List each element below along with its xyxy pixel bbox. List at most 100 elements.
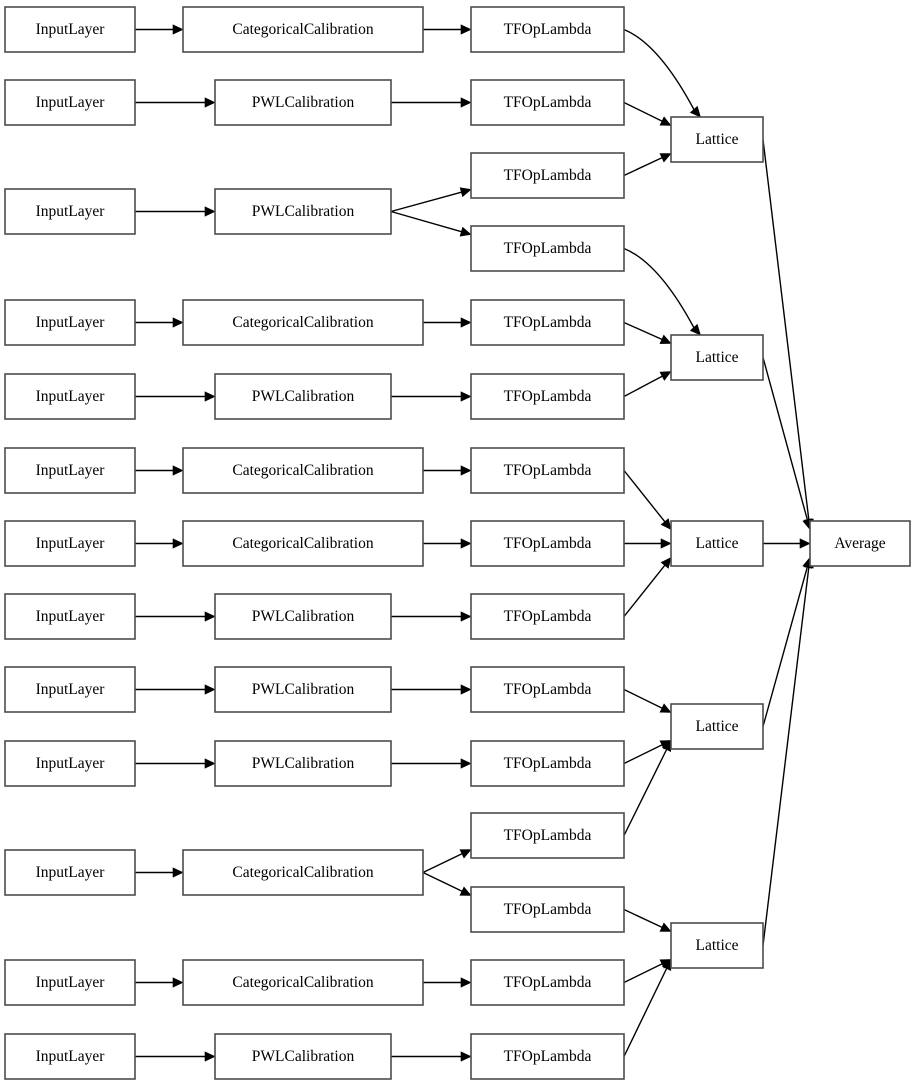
- edge-line: [623, 28, 695, 110]
- edge-cal2-to-lam2: [391, 97, 472, 108]
- node-box[interactable]: [470, 959, 625, 1006]
- node-categorical-calibration-cal7[interactable]: CategoricalCalibration: [182, 520, 424, 567]
- node-box[interactable]: [670, 334, 764, 381]
- node-categorical-calibration-cal4[interactable]: CategoricalCalibration: [182, 299, 424, 346]
- node-box[interactable]: [470, 152, 625, 199]
- node-pwlcalibration-cal13[interactable]: PWLCalibration: [214, 1033, 392, 1080]
- node-box[interactable]: [470, 812, 625, 859]
- node-box[interactable]: [670, 922, 764, 969]
- node-box[interactable]: [214, 373, 392, 420]
- node-tfop-lambda-lam2[interactable]: TFOpLambda: [470, 79, 625, 126]
- node-box[interactable]: [4, 373, 136, 420]
- node-tfop-lambda-lam14[interactable]: TFOpLambda: [470, 959, 625, 1006]
- node-box[interactable]: [182, 299, 424, 346]
- node-lattice-lat2[interactable]: Lattice: [670, 334, 764, 381]
- node-categorical-calibration-cal1[interactable]: CategoricalCalibration: [182, 6, 424, 53]
- node-box[interactable]: [470, 1033, 625, 1080]
- node-tfop-lambda-lam15[interactable]: TFOpLambda: [470, 1033, 625, 1080]
- node-lattice-lat5[interactable]: Lattice: [670, 922, 764, 969]
- node-pwlcalibration-cal5[interactable]: PWLCalibration: [214, 373, 392, 420]
- node-box[interactable]: [670, 116, 764, 163]
- node-box[interactable]: [4, 1033, 136, 1080]
- node-box[interactable]: [214, 1033, 392, 1080]
- node-box[interactable]: [4, 666, 136, 713]
- node-lattice-lat1[interactable]: Lattice: [670, 116, 764, 163]
- node-box[interactable]: [182, 6, 424, 53]
- node-pwlcalibration-cal3[interactable]: PWLCalibration: [214, 188, 392, 235]
- node-box[interactable]: [4, 520, 136, 567]
- node-tfop-lambda-lam5[interactable]: TFOpLambda: [470, 299, 625, 346]
- node-tfop-lambda-lam6[interactable]: TFOpLambda: [470, 373, 625, 420]
- node-box[interactable]: [470, 447, 625, 494]
- node-tfop-lambda-lam13[interactable]: TFOpLambda: [470, 886, 625, 933]
- node-tfop-lambda-lam4[interactable]: TFOpLambda: [470, 225, 625, 272]
- node-lattice-lat3[interactable]: Lattice: [670, 520, 764, 567]
- node-tfop-lambda-lam1[interactable]: TFOpLambda: [470, 6, 625, 53]
- node-tfop-lambda-lam10[interactable]: TFOpLambda: [470, 666, 625, 713]
- node-box[interactable]: [470, 520, 625, 567]
- node-box[interactable]: [214, 593, 392, 640]
- node-input-layer-in2[interactable]: InputLayer: [4, 79, 136, 126]
- edge-cal6-to-lam7: [423, 465, 472, 476]
- node-box[interactable]: [670, 520, 764, 567]
- node-input-layer-in3[interactable]: InputLayer: [4, 188, 136, 235]
- node-box[interactable]: [470, 373, 625, 420]
- node-tfop-lambda-lam12[interactable]: TFOpLambda: [470, 812, 625, 859]
- node-pwlcalibration-cal9[interactable]: PWLCalibration: [214, 666, 392, 713]
- node-box[interactable]: [214, 188, 392, 235]
- node-input-layer-in7[interactable]: InputLayer: [4, 520, 136, 567]
- node-categorical-calibration-cal6[interactable]: CategoricalCalibration: [182, 447, 424, 494]
- node-tfop-lambda-lam3[interactable]: TFOpLambda: [470, 152, 625, 199]
- node-box[interactable]: [182, 447, 424, 494]
- node-box[interactable]: [4, 849, 136, 896]
- node-pwlcalibration-cal10[interactable]: PWLCalibration: [214, 740, 392, 787]
- node-box[interactable]: [470, 666, 625, 713]
- node-box[interactable]: [182, 849, 424, 896]
- node-box[interactable]: [4, 447, 136, 494]
- node-box[interactable]: [214, 79, 392, 126]
- node-input-layer-in4[interactable]: InputLayer: [4, 299, 136, 346]
- node-box[interactable]: [470, 886, 625, 933]
- node-box[interactable]: [809, 520, 911, 567]
- node-tfop-lambda-lam11[interactable]: TFOpLambda: [470, 740, 625, 787]
- node-box[interactable]: [4, 6, 136, 53]
- node-box[interactable]: [182, 520, 424, 567]
- node-categorical-calibration-cal12[interactable]: CategoricalCalibration: [182, 959, 424, 1006]
- node-input-layer-in8[interactable]: InputLayer: [4, 593, 136, 640]
- node-input-layer-in10[interactable]: InputLayer: [4, 740, 136, 787]
- node-input-layer-in6[interactable]: InputLayer: [4, 447, 136, 494]
- node-input-layer-in11[interactable]: InputLayer: [4, 849, 136, 896]
- node-box[interactable]: [4, 593, 136, 640]
- node-box[interactable]: [470, 299, 625, 346]
- node-box[interactable]: [470, 6, 625, 53]
- node-tfop-lambda-lam9[interactable]: TFOpLambda: [470, 593, 625, 640]
- node-input-layer-in12[interactable]: InputLayer: [4, 959, 136, 1006]
- node-categorical-calibration-cal11[interactable]: CategoricalCalibration: [182, 849, 424, 896]
- node-box[interactable]: [670, 703, 764, 750]
- node-box[interactable]: [214, 740, 392, 787]
- node-input-layer-in13[interactable]: InputLayer: [4, 1033, 136, 1080]
- node-box[interactable]: [470, 740, 625, 787]
- node-tfop-lambda-lam8[interactable]: TFOpLambda: [470, 520, 625, 567]
- node-box[interactable]: [4, 299, 136, 346]
- node-lattice-lat4[interactable]: Lattice: [670, 703, 764, 750]
- arrow-head: [172, 465, 184, 476]
- node-box[interactable]: [470, 225, 625, 272]
- node-input-layer-in1[interactable]: InputLayer: [4, 6, 136, 53]
- node-box[interactable]: [4, 79, 136, 126]
- node-box[interactable]: [470, 79, 625, 126]
- node-box[interactable]: [4, 188, 136, 235]
- node-box[interactable]: [182, 959, 424, 1006]
- node-box[interactable]: [4, 740, 136, 787]
- node-box[interactable]: [470, 593, 625, 640]
- node-box[interactable]: [214, 666, 392, 713]
- node-input-layer-in5[interactable]: InputLayer: [4, 373, 136, 420]
- node-box[interactable]: [4, 959, 136, 1006]
- node-pwlcalibration-cal2[interactable]: PWLCalibration: [214, 79, 392, 126]
- node-average-avg[interactable]: Average: [809, 520, 911, 567]
- node-input-layer-in9[interactable]: InputLayer: [4, 666, 136, 713]
- node-pwlcalibration-cal8[interactable]: PWLCalibration: [214, 593, 392, 640]
- arrow-head: [172, 538, 184, 549]
- node-tfop-lambda-lam7[interactable]: TFOpLambda: [470, 447, 625, 494]
- edge-cal4-to-lam5: [423, 317, 472, 328]
